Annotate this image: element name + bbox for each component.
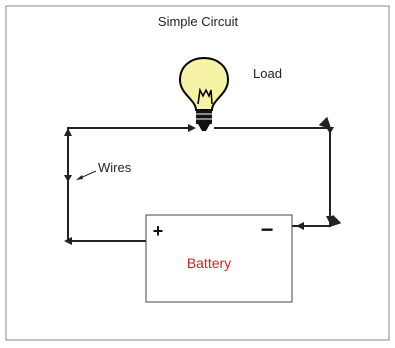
arrowhead-icon [64, 237, 72, 245]
circuit-wires [67, 116, 342, 242]
wires-label: Wires [98, 160, 132, 175]
wire-left [67, 127, 192, 242]
battery: + − Battery [145, 214, 293, 303]
bulb-tip [198, 124, 210, 131]
arrowheads [64, 124, 334, 245]
battery-positive-symbol: + [153, 221, 164, 241]
diagram-title: Simple Circuit [158, 14, 239, 29]
arrowhead-icon [326, 216, 334, 224]
battery-negative-symbol: − [261, 217, 274, 242]
arrowhead-icon [188, 124, 196, 132]
light-bulb-icon [178, 56, 230, 131]
arrowhead-icon [64, 175, 72, 182]
load-label: Load [253, 66, 282, 81]
arrowhead-icon [296, 222, 304, 230]
arrowhead-icon [76, 175, 83, 180]
bulb-base [196, 110, 212, 124]
wire-right [214, 116, 342, 228]
arrowhead-icon [64, 128, 72, 136]
battery-label: Battery [187, 255, 231, 271]
arrowhead-icon [326, 127, 334, 134]
bulb-filament [197, 87, 213, 105]
bulb-glass [178, 56, 230, 111]
battery-body [145, 214, 293, 303]
